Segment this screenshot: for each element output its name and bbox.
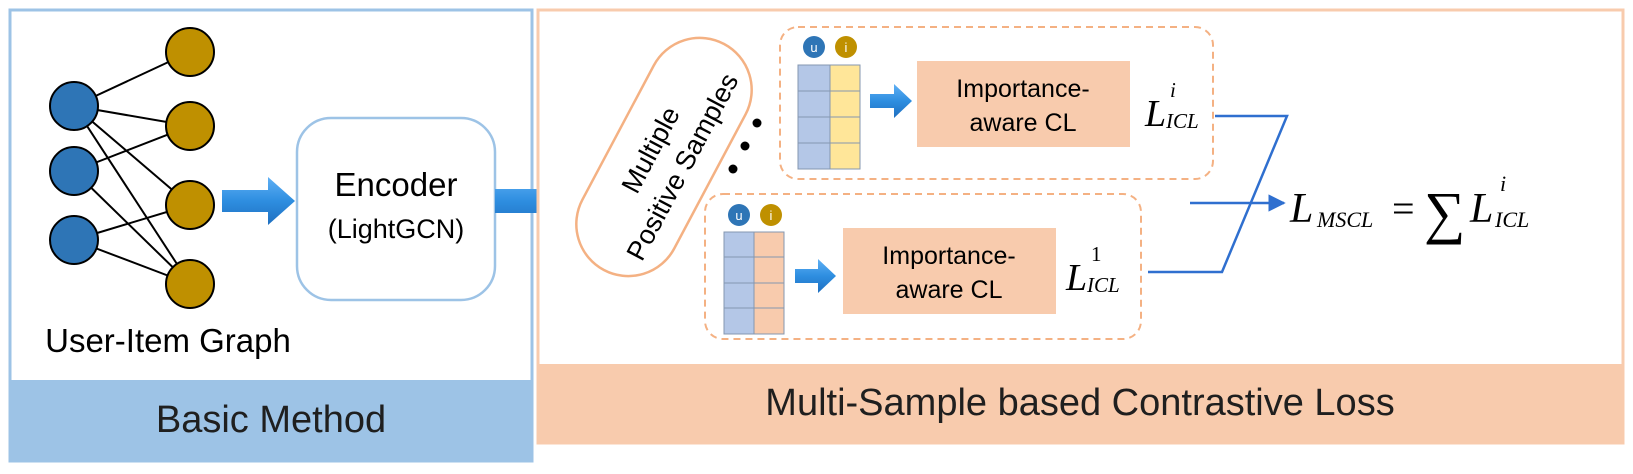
basic-method-label: Basic Method	[156, 399, 386, 441]
item-node-icon	[165, 259, 215, 309]
encoder-subtitle: (LightGCN)	[328, 214, 465, 244]
user-nodes	[49, 81, 99, 265]
embedding-table	[797, 64, 861, 170]
contrastive-loss-footer-band	[539, 364, 1622, 442]
loss-base: L	[1065, 257, 1087, 299]
user-item-graph-label: User-Item Graph	[45, 322, 291, 359]
item-badge-label: i	[770, 208, 773, 223]
encoder-box: Encoder (LightGCN)	[295, 116, 497, 302]
graph-edge	[73, 170, 191, 285]
importance-aware-cl-box	[843, 228, 1056, 314]
aggregation-lines	[1148, 114, 1289, 274]
loss-base: L	[1144, 93, 1166, 135]
lhs-base: L	[1289, 186, 1313, 232]
user-badge-label: u	[735, 208, 742, 223]
item-badge-label: i	[845, 40, 848, 55]
basic-method-footer-band	[11, 380, 531, 460]
ellipsis-dots	[728, 118, 762, 174]
graph-edge	[73, 105, 191, 206]
item-nodes	[165, 27, 215, 309]
user-node-icon	[49, 146, 99, 196]
graph-edge	[73, 105, 191, 285]
user-node-icon	[49, 81, 99, 131]
encoder-title: Encoder	[335, 166, 458, 203]
item-node-icon	[165, 180, 215, 230]
cl-box-line2: aware CL	[970, 109, 1077, 137]
cl-box-line2: aware CL	[896, 276, 1003, 304]
embedding-table	[723, 231, 785, 335]
contrastive-loss-label: Multi-Sample based Contrastive Loss	[765, 382, 1394, 424]
cl-box-line1: Importance-	[882, 242, 1015, 270]
item-node-icon	[165, 101, 215, 151]
right-arrow-icon	[795, 259, 836, 293]
rhs-sub: ICL	[1494, 207, 1529, 232]
rhs-sup: i	[1500, 171, 1506, 196]
user-badge-label: u	[810, 40, 817, 55]
total-loss-equation: L MSCL = ∑ L i ICL	[1289, 171, 1529, 245]
loss-sup: 1	[1091, 242, 1102, 266]
sum-sign: ∑	[1424, 180, 1465, 245]
aggregation-connector	[1148, 114, 1289, 274]
cl-box-line1: Importance-	[956, 75, 1089, 103]
importance-aware-cl-box	[917, 61, 1130, 147]
item-badge-icon	[835, 36, 857, 58]
right-arrow-icon	[222, 177, 295, 225]
right-arrow-icon	[870, 84, 912, 118]
loss-icl-1: L 1 ICL	[1065, 242, 1120, 299]
user-badge-icon	[728, 204, 750, 226]
sample-block-i: u i Importance- aware CL L i ICL	[779, 26, 1214, 180]
rhs-base: L	[1469, 186, 1493, 232]
item-badge-icon	[760, 204, 782, 226]
equals-sign: =	[1392, 186, 1415, 231]
loss-sub: ICL	[1165, 109, 1199, 133]
sample-block-1: u i Importance- aware CL L 1 ICL	[704, 193, 1142, 340]
loss-sup: i	[1170, 78, 1176, 102]
loss-sub: ICL	[1086, 273, 1120, 297]
item-node-icon	[165, 27, 215, 77]
lhs-sub: MSCL	[1316, 207, 1373, 232]
user-node-icon	[49, 215, 99, 265]
user-badge-icon	[803, 36, 825, 58]
loss-icl-i: L i ICL	[1144, 78, 1199, 135]
